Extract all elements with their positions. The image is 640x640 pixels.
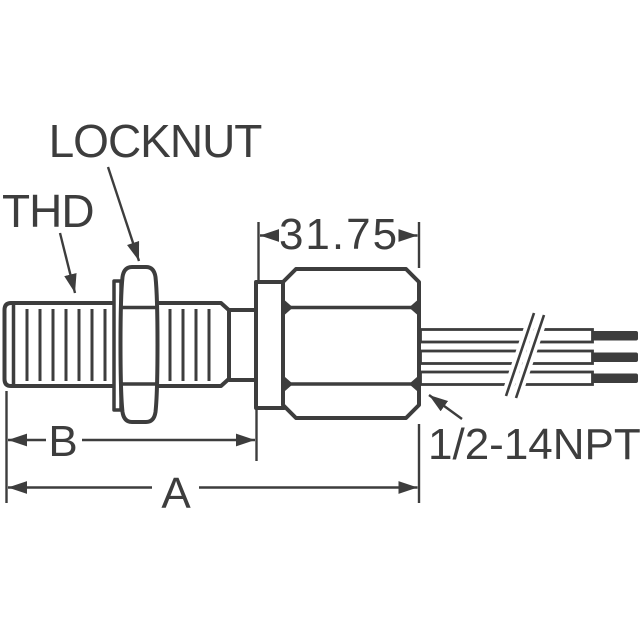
locknut-nut xyxy=(118,265,160,424)
leader-line xyxy=(58,232,77,294)
wire xyxy=(419,328,594,344)
hex-chamfer-notch xyxy=(285,300,293,315)
leader-line xyxy=(428,394,463,420)
wire-stripped-end xyxy=(592,331,638,341)
label-locknut: LOCKNUT xyxy=(49,115,263,167)
hex-chamfer-notch xyxy=(409,377,417,391)
locknut-callout: LOCKNUT xyxy=(49,115,263,262)
wire-stripped-end xyxy=(592,373,638,383)
break-slash xyxy=(504,312,536,397)
dim-a-label: A xyxy=(161,469,191,518)
hex-chamfer-notch xyxy=(285,377,293,391)
break-slash xyxy=(514,314,546,399)
npt-callout: 1/2-14NPT xyxy=(428,394,640,469)
hex-body xyxy=(281,267,421,420)
wire xyxy=(419,349,594,365)
dim-b-label: B xyxy=(48,417,77,466)
hex-outline xyxy=(281,267,421,420)
hex-chamfer-notch xyxy=(409,300,417,315)
wire-stripped-end xyxy=(592,352,638,362)
locknut-assembly xyxy=(112,265,160,424)
label-npt: 1/2-14NPT xyxy=(428,420,640,469)
thd-callout: THD xyxy=(2,185,95,294)
wire-break-symbol xyxy=(501,311,549,400)
mounting-flange xyxy=(254,280,286,410)
leader-line xyxy=(106,166,141,262)
dimension-b: B xyxy=(5,391,258,503)
lead-wires xyxy=(419,328,638,386)
neck xyxy=(227,308,260,382)
dimension-width: 31.75 xyxy=(257,210,421,283)
dim-width-value: 31.75 xyxy=(279,210,399,259)
label-thd: THD xyxy=(2,185,94,237)
dimension-a: A xyxy=(8,424,421,518)
